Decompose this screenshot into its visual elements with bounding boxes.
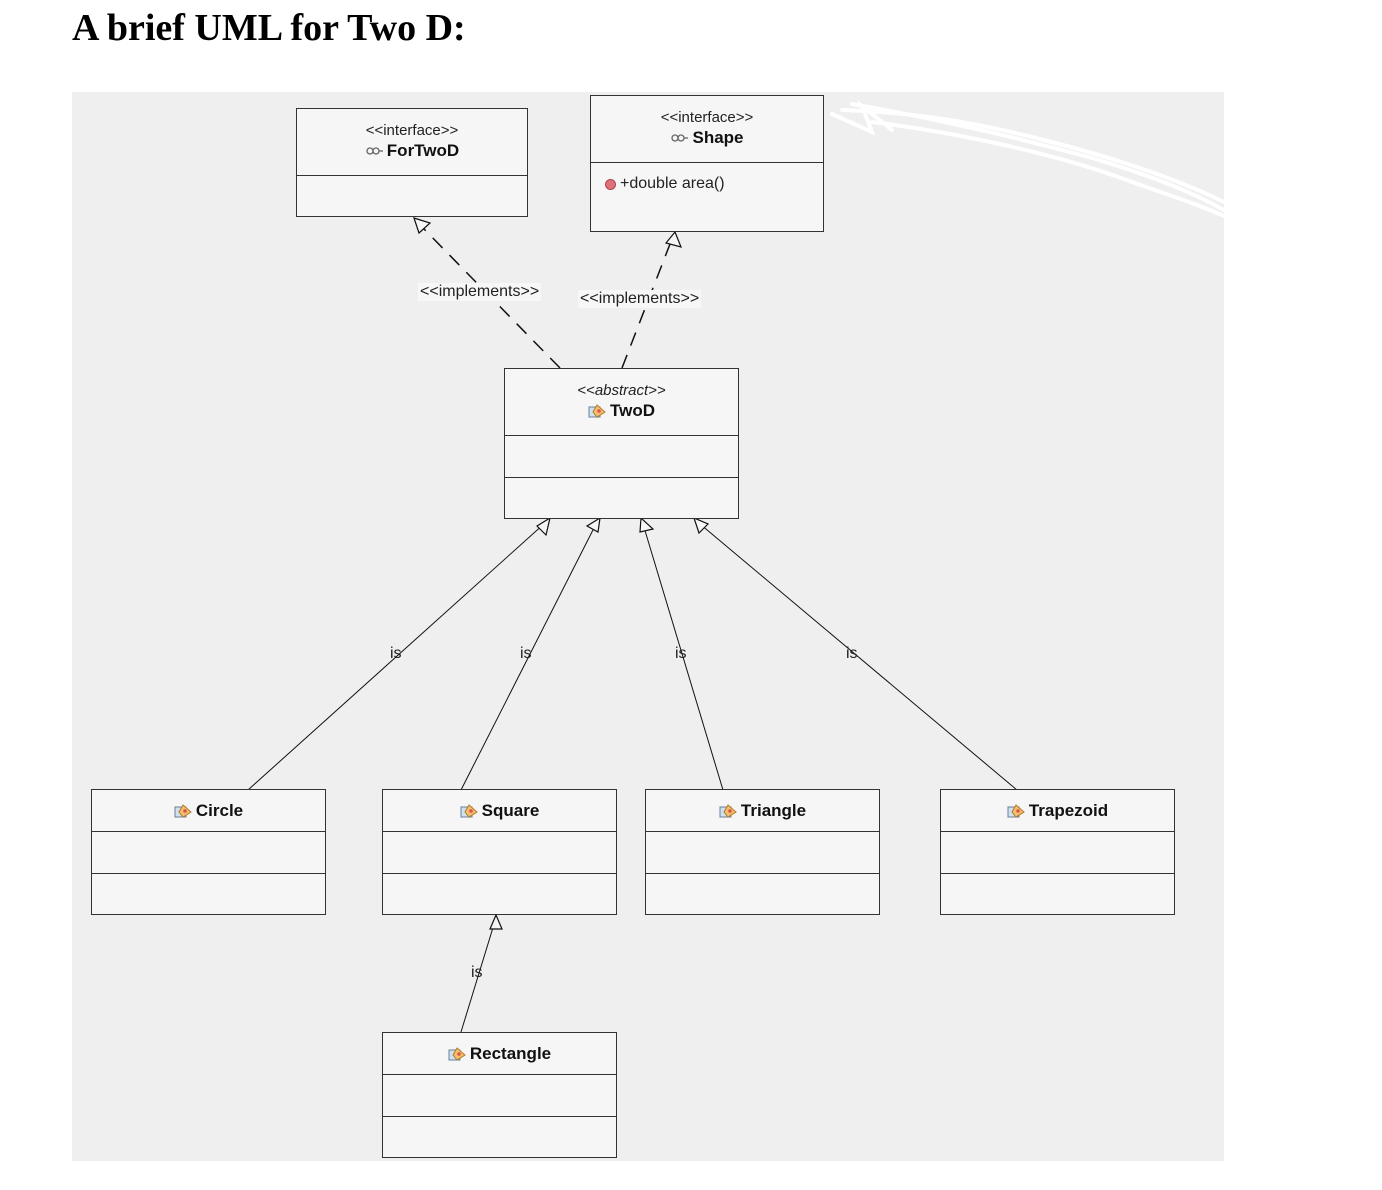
abstract-class-icon	[588, 404, 606, 418]
class-box-fortwod[interactable]: <<interface>> ForTwoD	[296, 108, 528, 217]
uml-canvas: <<interface>> ForTwoD <<interface>> Shap…	[72, 92, 1224, 1161]
class-methods: +double area()	[591, 163, 823, 231]
class-attributes	[646, 832, 879, 874]
class-box-rectangle[interactable]: Rectangle	[382, 1032, 617, 1158]
is-line-triangle	[642, 523, 724, 791]
class-attributes	[941, 832, 1174, 874]
class-name: Shape	[692, 128, 744, 147]
class-methods	[383, 874, 616, 914]
generalization-arrowhead-trapezoid	[693, 516, 710, 535]
class-box-twod[interactable]: <<abstract>> TwoD	[504, 368, 739, 519]
is-label-circle: is	[390, 645, 402, 662]
scribble-mark	[830, 99, 1224, 218]
class-header: <<interface>> Shape	[591, 96, 823, 163]
class-name-row: Square	[460, 800, 540, 822]
is-line-rectangle	[460, 920, 496, 1033]
generalization-arrowhead-square	[585, 516, 601, 533]
class-icon	[174, 803, 192, 818]
class-methods	[92, 874, 325, 914]
generalization-arrowhead-circle	[536, 516, 551, 537]
relations-layer	[247, 99, 1224, 1033]
class-box-trapezoid[interactable]: Trapezoid	[940, 789, 1175, 915]
class-name-row: Trapezoid	[1007, 800, 1108, 822]
class-icon	[1007, 803, 1025, 818]
class-attributes	[383, 1075, 616, 1117]
is-label-triangle: is	[675, 645, 687, 662]
is-label-trapezoid: is	[846, 645, 858, 662]
class-attributes	[92, 832, 325, 874]
class-methods	[505, 478, 738, 518]
is-line-square	[460, 523, 597, 791]
class-name: Rectangle	[469, 1043, 552, 1063]
stereotype-label: <<interface>>	[660, 109, 754, 126]
class-header: Square	[383, 790, 616, 832]
method-row[interactable]: +double area()	[591, 163, 823, 193]
generalization-arrowhead-triangle	[639, 516, 655, 533]
stereotype-label: <<interface>>	[365, 122, 459, 139]
class-attributes	[505, 436, 738, 478]
interface-icon	[366, 147, 383, 155]
generalization-arrowhead-rectangle	[489, 913, 503, 930]
class-name: ForTwoD	[386, 141, 460, 160]
class-name: Triangle	[740, 800, 807, 820]
class-methods	[383, 1117, 616, 1157]
is-line-trapezoid	[699, 523, 1018, 791]
class-body	[297, 176, 527, 216]
class-icon	[719, 803, 737, 818]
class-name: Square	[481, 800, 540, 820]
class-name-row: Circle	[174, 800, 243, 822]
class-header: Rectangle	[383, 1033, 616, 1075]
is-line-circle	[247, 522, 546, 791]
class-icon	[448, 1046, 466, 1061]
class-name-row: Rectangle	[448, 1043, 551, 1065]
stereotype-label: <<abstract>>	[577, 382, 666, 399]
class-box-shape[interactable]: <<interface>> Shape +double area()	[590, 95, 824, 232]
class-box-square[interactable]: Square	[382, 789, 617, 915]
is-label-rectangle: is	[471, 964, 483, 981]
class-header: <<interface>> ForTwoD	[297, 109, 527, 176]
implements-label-shape: <<implements>>	[578, 290, 702, 308]
class-methods	[646, 874, 879, 914]
class-header: Circle	[92, 790, 325, 832]
realization-arrowhead-fortwod	[413, 217, 432, 235]
is-label-square: is	[520, 645, 532, 662]
class-header: Trapezoid	[941, 790, 1174, 832]
class-attributes	[383, 832, 616, 874]
public-method-icon	[605, 178, 616, 190]
method-signature: +double area()	[620, 175, 725, 192]
class-name: Circle	[195, 800, 244, 820]
implements-label-fortwod: <<implements>>	[418, 283, 542, 301]
class-box-triangle[interactable]: Triangle	[645, 789, 880, 915]
class-name-row: ForTwoD	[365, 140, 459, 162]
class-icon	[460, 803, 478, 818]
class-methods	[941, 874, 1174, 914]
class-name: TwoD	[609, 401, 655, 420]
class-box-circle[interactable]: Circle	[91, 789, 326, 915]
class-header: <<abstract>> TwoD	[505, 369, 738, 436]
realization-arrowhead-shape	[664, 230, 683, 248]
interface-icon	[671, 134, 689, 142]
class-name-row: Shape	[670, 127, 744, 149]
class-name-row: Triangle	[719, 800, 806, 822]
page-title: A brief UML for Two D:	[72, 7, 466, 49]
class-name: Trapezoid	[1028, 800, 1109, 820]
class-header: Triangle	[646, 790, 879, 832]
class-name-row: TwoD	[588, 400, 655, 422]
